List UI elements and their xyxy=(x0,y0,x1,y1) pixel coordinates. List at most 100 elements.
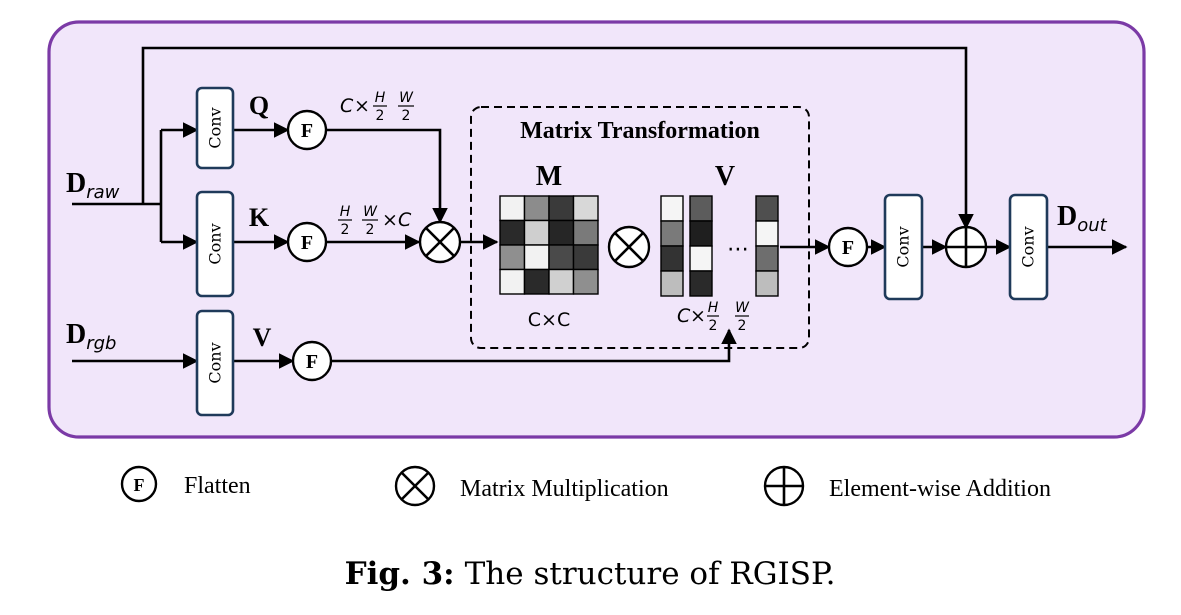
v-shape-times: × xyxy=(690,305,706,327)
conv-q-label: Conv xyxy=(206,107,225,148)
m-cell xyxy=(548,244,575,271)
m-cell xyxy=(499,244,526,271)
v-shape-label: C × H 2 W 2 xyxy=(677,300,750,334)
v-shape-w: W xyxy=(735,300,750,316)
add-skip xyxy=(944,225,988,269)
q-shape-label: C × H 2 W 2 xyxy=(340,90,414,124)
q-shape-h-den: 2 xyxy=(376,108,385,124)
matmul-qk xyxy=(418,220,462,264)
flatten-out: F xyxy=(827,226,869,268)
conv-out-box xyxy=(1008,193,1049,301)
matmul-cross-b xyxy=(425,227,455,257)
legend: F Flatten Matrix Multiplication Element-… xyxy=(120,465,1051,507)
conv-q-box xyxy=(195,86,235,170)
conv-output: Conv xyxy=(1008,193,1049,301)
skip-connection xyxy=(141,46,974,230)
flatten-q: F xyxy=(286,109,328,151)
conv-after-flatten: Conv xyxy=(883,193,924,301)
q-shape-w-den: 2 xyxy=(402,108,411,124)
v-cell xyxy=(755,245,779,272)
v-cell xyxy=(660,220,684,247)
k-shape-label: H 2 W 2 × C xyxy=(338,204,412,238)
flatten-k-symbol: F xyxy=(301,232,313,254)
m-caption: C×C xyxy=(528,309,570,331)
k-shape-w-den: 2 xyxy=(366,222,375,238)
flatten-k: F xyxy=(286,221,328,263)
flatten-v: F xyxy=(291,340,333,382)
m-matrix xyxy=(499,195,599,295)
m-cell xyxy=(523,219,550,246)
d-out-base: D xyxy=(1057,201,1077,232)
q-flat-to-matmul xyxy=(326,128,448,224)
flatten-icon xyxy=(291,340,333,382)
matrix-transformation-title: Matrix Transformation xyxy=(520,118,760,144)
d-out-sub: out xyxy=(1077,215,1107,236)
m-cell xyxy=(572,244,599,271)
v-matrix-label: V xyxy=(715,161,735,192)
v-shape-h-den: 2 xyxy=(709,318,718,334)
flatten-icon xyxy=(827,226,869,268)
matrix-transformation-box xyxy=(470,106,810,349)
q-shape-c: C xyxy=(340,95,354,117)
v-shape-c: C xyxy=(677,305,691,327)
m-cell xyxy=(572,219,599,246)
d-rgb-sub: rgb xyxy=(86,333,116,354)
figure-caption: Fig. 3: The structure of RGISP. xyxy=(345,556,836,592)
k-shape-times: × xyxy=(382,209,398,231)
flatten-icon xyxy=(120,465,158,503)
legend-flatten-symbol: F xyxy=(134,475,145,495)
caption-text: The structure of RGISP. xyxy=(465,556,836,592)
conv-v-label: Conv xyxy=(206,342,225,383)
v-dots: ⋯ xyxy=(727,237,749,262)
conv-v: Conv xyxy=(195,309,235,417)
m-label: M xyxy=(536,161,562,192)
m-cell xyxy=(548,195,575,222)
d-raw-label: Draw xyxy=(66,168,120,203)
m-cell xyxy=(548,268,575,295)
v-cell xyxy=(755,195,779,222)
matmul-cross-b xyxy=(614,232,644,262)
m-cell xyxy=(572,268,599,295)
flatten-icon xyxy=(286,221,328,263)
k-shape-w: W xyxy=(363,204,378,220)
v-flat-to-matrix xyxy=(332,328,737,363)
flatten-v-symbol: F xyxy=(306,351,318,373)
k-label: K xyxy=(249,203,270,232)
conv-mid-label: Conv xyxy=(894,226,913,267)
m-cell xyxy=(523,244,550,271)
m-cell xyxy=(499,268,526,295)
k-shape-h-den: 2 xyxy=(341,222,350,238)
m-cell xyxy=(523,268,550,295)
legend-matmul-b xyxy=(401,472,429,500)
connections xyxy=(72,46,1128,369)
m-cell xyxy=(499,195,526,222)
d-raw-base: D xyxy=(66,168,86,199)
v-cell xyxy=(689,245,713,272)
flatten-out-symbol: F xyxy=(842,237,854,259)
q-label: Q xyxy=(249,91,269,120)
v-shape-h: H xyxy=(708,300,719,316)
k-shape-h: H xyxy=(340,204,351,220)
v-matrix xyxy=(660,195,779,297)
legend-matmul-text: Matrix Multiplication xyxy=(460,476,669,502)
v-cell xyxy=(660,270,684,297)
conv-mid-box xyxy=(883,193,924,301)
v-cell xyxy=(689,195,713,222)
legend-add-text: Element-wise Addition xyxy=(829,476,1051,502)
d-out-label: Dout xyxy=(1057,201,1108,236)
d-rgb-label: Drgb xyxy=(66,319,117,354)
k-shape-c: C xyxy=(398,209,412,231)
conv-k-box xyxy=(195,190,235,298)
matmul-mv xyxy=(607,225,651,269)
conv-k-label: Conv xyxy=(206,223,225,264)
v-label: V xyxy=(253,323,272,352)
conv-k: Conv xyxy=(195,190,235,298)
m-cell xyxy=(523,195,550,222)
v-cell xyxy=(755,270,779,297)
v-cell xyxy=(660,195,684,222)
caption-label: Fig. 3: xyxy=(345,556,455,592)
q-shape-times: × xyxy=(354,95,370,117)
conv-out-label: Conv xyxy=(1019,226,1038,267)
q-shape-w: W xyxy=(399,90,414,106)
